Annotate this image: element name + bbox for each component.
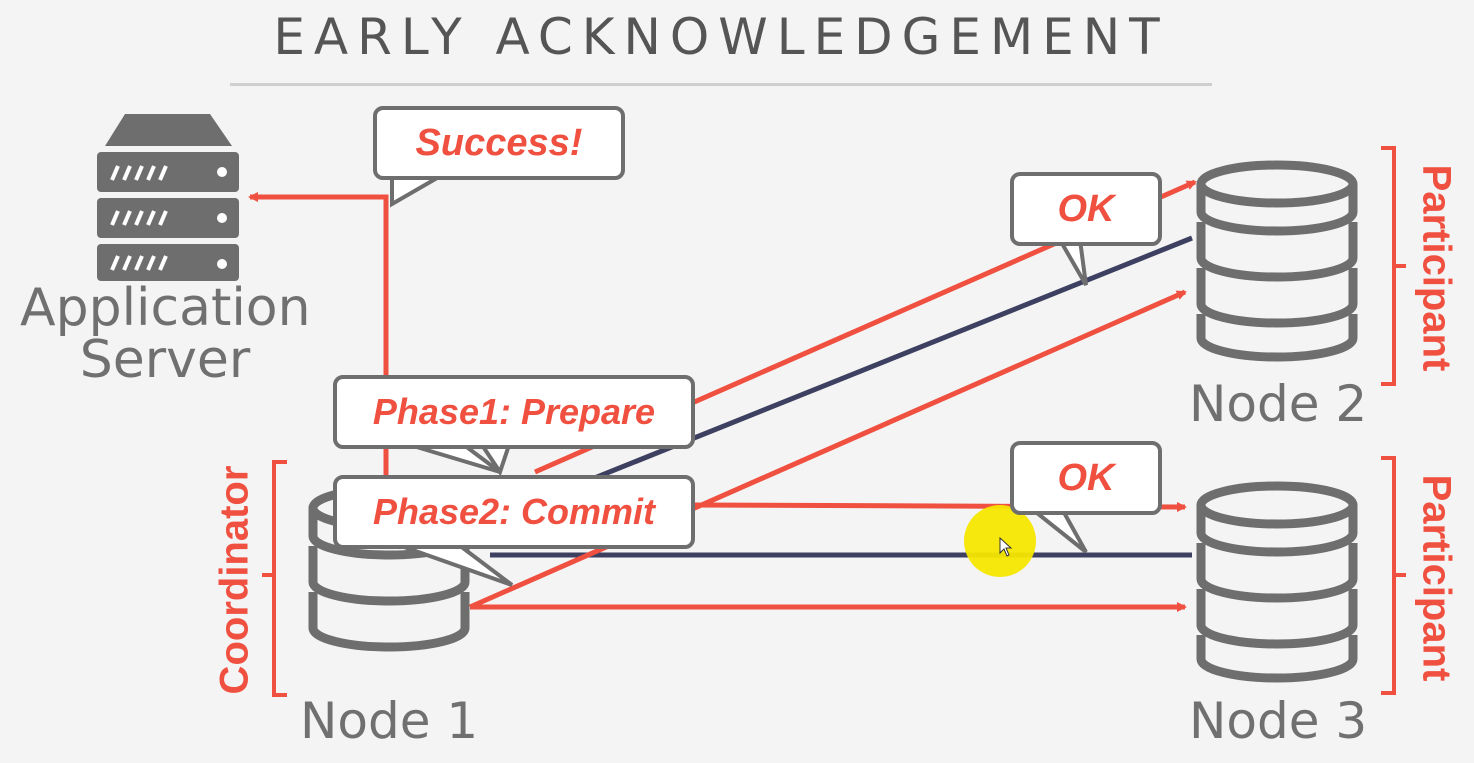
application-server-label: Application Server [20, 278, 311, 390]
title-divider [230, 83, 1212, 86]
coordinator-label: Coordinator [212, 465, 257, 695]
cursor-pointer-icon [999, 536, 1013, 557]
ok-top-tail [1056, 238, 1088, 287]
brackets [262, 146, 1406, 697]
phase1-bubble: Phase1: Prepare [333, 375, 695, 449]
server-label-line2: Server [79, 330, 251, 390]
ok-bubble-top: OK [1010, 172, 1162, 246]
node1-label: Node 1 [300, 692, 479, 750]
participant-bracket-bottom [1381, 456, 1406, 695]
node3-label: Node 3 [1189, 692, 1368, 750]
participant-label-bottom: Participant [1414, 474, 1459, 682]
reply-line-node2 [489, 235, 1193, 523]
server-label-line1: Application [20, 278, 311, 338]
phase2-bubble: Phase2: Commit [333, 475, 695, 549]
node3-database-icon [1196, 481, 1358, 683]
coordinator-bracket [262, 460, 287, 697]
commit-arrow-node2 [468, 289, 1187, 610]
slide-title: EARLY ACKNOWLEDGEMENT [273, 8, 1169, 66]
participant-bracket-top [1381, 146, 1406, 386]
server-icon [97, 114, 239, 281]
ok-bubble-bottom: OK [1010, 441, 1162, 515]
participant-label-top: Participant [1414, 164, 1459, 372]
success-bubble: Success! [373, 106, 625, 180]
node2-database-icon [1196, 160, 1358, 362]
ok-bottom-tail [1026, 507, 1088, 554]
node2-label: Node 2 [1189, 375, 1368, 433]
